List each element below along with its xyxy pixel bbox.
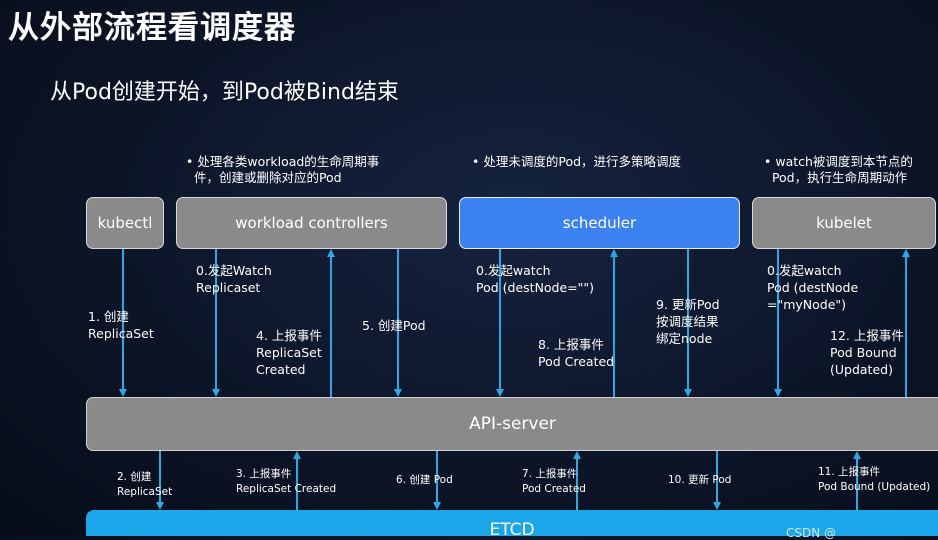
kubelet-box: kubelet <box>752 197 936 249</box>
scheduler-label: scheduler <box>562 214 637 232</box>
kubectl-label: kubectl <box>97 214 153 232</box>
label-step1: 1. 创建 ReplicaSet <box>88 309 154 341</box>
etcd-label: ETCD <box>489 520 535 540</box>
page-subtitle: 从Pod创建开始，到Pod被Bind结束 <box>50 80 399 105</box>
kubectl-box: kubectl <box>86 197 164 249</box>
workload-controllers-box: workload controllers <box>176 197 447 249</box>
kubelet-label: kubelet <box>816 214 872 232</box>
watermark: CSDN @ <box>786 526 837 540</box>
label-step9: 9. 更新Pod 按调度结果 绑定node <box>656 297 720 346</box>
label-step2: 2. 创建 ReplicaSet <box>117 471 173 498</box>
kubelet-note: • watch被调度到本节点的 Pod，执行生命周期动作 <box>764 154 913 185</box>
workload-note: • 处理各类workload的生命周期事 件，创建或删除对应的Pod <box>186 154 380 185</box>
label-step0-wc: 0.发起Watch Replicaset <box>196 263 272 295</box>
label-step4: 4. 上报事件 ReplicaSet Created <box>256 328 322 377</box>
scheduler-box: scheduler <box>459 197 740 249</box>
label-step8: 8. 上报事件 Pod Created <box>538 337 615 369</box>
label-step0-kubelet: 0.发起watch Pod (destNode ="myNode") <box>767 263 859 312</box>
workload-controllers-label: workload controllers <box>235 214 388 232</box>
scheduler-note: • 处理未调度的Pod，进行多策略调度 <box>472 154 682 169</box>
label-step10: 10. 更新 Pod <box>668 474 732 486</box>
api-server-label: API-server <box>469 414 556 434</box>
label-step0-sched: 0.发起watch Pod (destNode="") <box>476 263 595 295</box>
label-step6: 6. 创建 Pod <box>396 474 453 486</box>
label-step7: 7. 上报事件 Pod Created <box>522 468 586 495</box>
label-step3: 3. 上报事件 ReplicaSet Created <box>236 468 337 495</box>
etcd-box: ETCD <box>86 510 938 540</box>
label-step5: 5. 创建Pod <box>362 318 426 333</box>
label-step12: 12. 上报事件 Pod Bound (Updated) <box>830 328 904 377</box>
label-step11: 11. 上报事件 Pod Bound (Updated) <box>818 466 931 493</box>
page-title: 从外部流程看调度器 <box>8 10 296 46</box>
api-server-box: API-server <box>86 397 938 451</box>
